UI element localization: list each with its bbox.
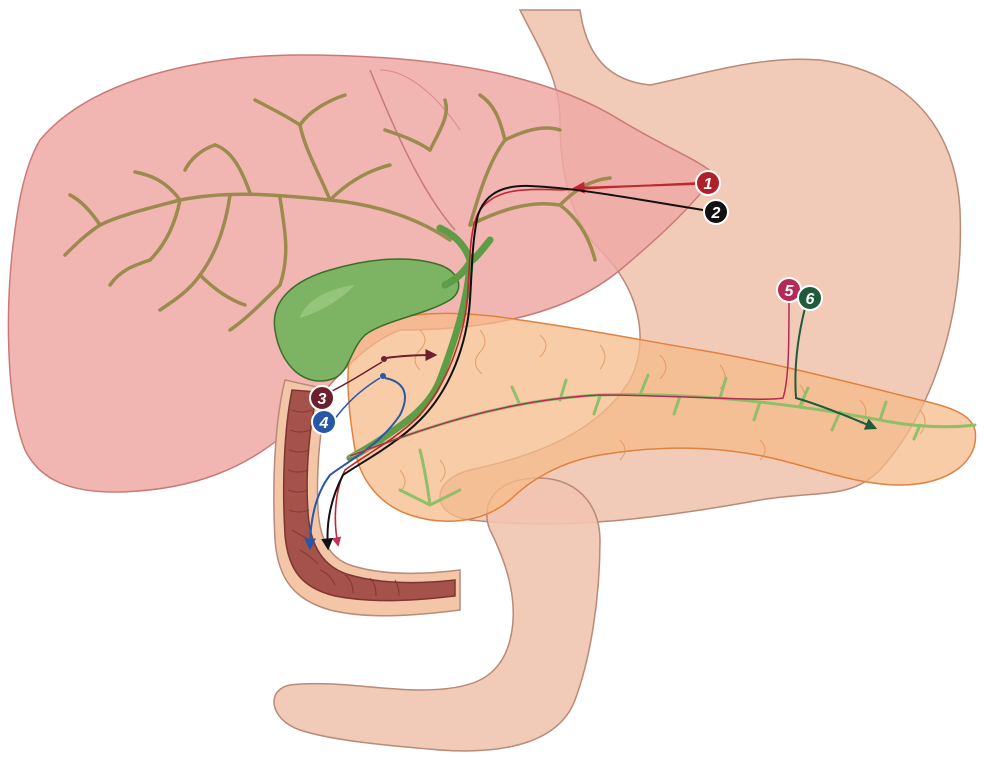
svg-text:4: 4	[319, 415, 329, 432]
marker-6: 6	[798, 286, 822, 310]
svg-text:6: 6	[806, 291, 815, 308]
pathway-3-origin	[381, 356, 387, 362]
svg-text:5: 5	[785, 283, 795, 300]
marker-4: 4	[312, 410, 336, 434]
svg-text:2: 2	[711, 205, 721, 222]
marker-3: 3	[310, 386, 334, 410]
marker-2: 2	[704, 200, 728, 224]
svg-text:3: 3	[318, 391, 327, 408]
svg-text:1: 1	[704, 176, 713, 193]
marker-1: 1	[696, 171, 720, 195]
